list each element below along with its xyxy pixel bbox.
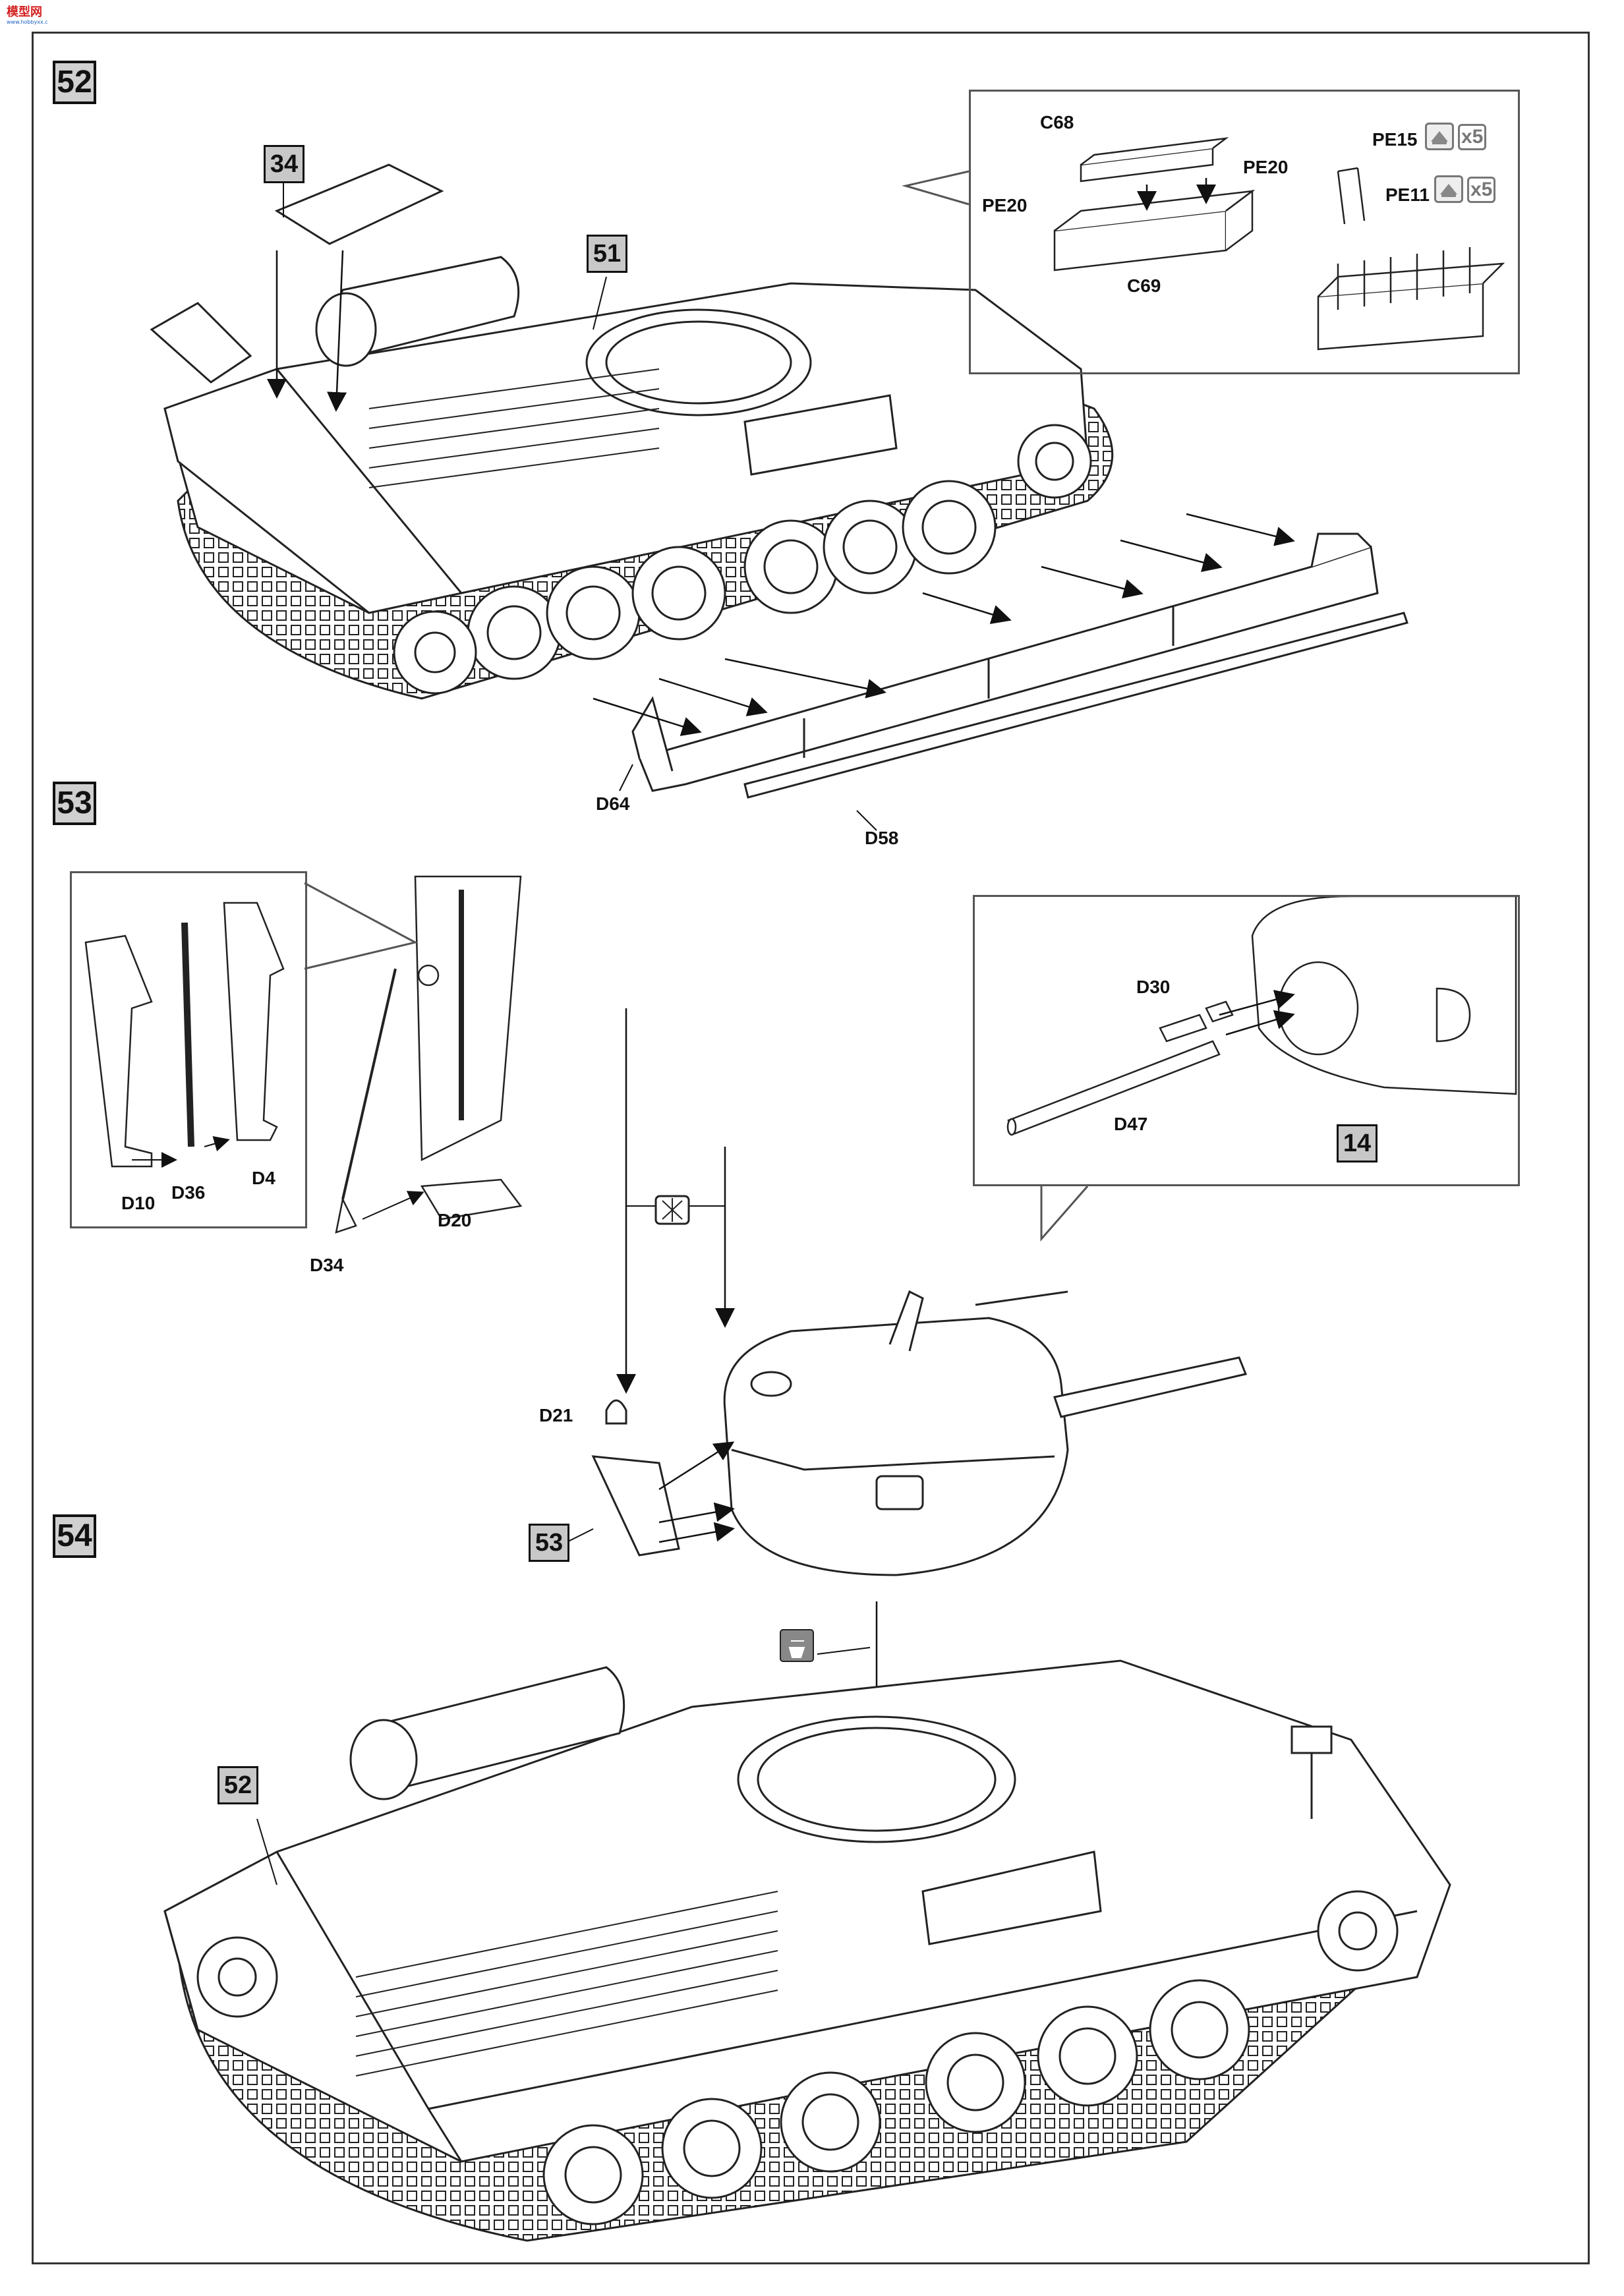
grille-parts-inset-drawing [84, 875, 523, 1234]
step-54-hull-drawing [163, 1659, 1451, 2242]
part-label-c69: C69 [1127, 275, 1161, 296]
part-label-d58: D58 [865, 828, 899, 848]
step-number-52: 52 [53, 61, 96, 104]
step-number-54: 54 [53, 1514, 96, 1558]
ref-step-34: 34 [264, 145, 304, 183]
step-number-53: 53 [53, 782, 96, 825]
part-label-d47: D47 [1114, 1114, 1148, 1134]
part-label-d64: D64 [596, 793, 630, 814]
ref-step-51: 51 [587, 235, 627, 273]
turret-drawing [591, 1290, 1248, 1576]
part-label-pe20-left: PE20 [982, 195, 1028, 215]
ref-step-53: 53 [529, 1524, 569, 1562]
ref-step-52: 52 [218, 1766, 258, 1804]
ref-step-14: 14 [1337, 1124, 1378, 1162]
battery-inset-drawing [1053, 137, 1505, 351]
grille-parts-inset-panel [70, 871, 307, 1228]
part-label-d30: D30 [1136, 977, 1171, 997]
svg-text:www.hobbyxx.com: www.hobbyxx.com [7, 19, 47, 25]
part-label-d21: D21 [539, 1405, 573, 1425]
gun-barrel-inset-drawing [1006, 895, 1517, 1136]
part-label-c68: C68 [1040, 112, 1074, 132]
side-skirt-d64 [631, 532, 1379, 792]
side-rail-d58 [743, 612, 1408, 799]
part-label-d4: D4 [252, 1168, 276, 1188]
pe-part-icon [1425, 123, 1454, 150]
part-label-d10: D10 [121, 1193, 156, 1213]
pe-part-icon [1434, 175, 1463, 203]
step-52-hull-drawing [150, 163, 1114, 700]
battery-inset-panel [969, 90, 1520, 374]
part-label-pe15: PE15 [1372, 129, 1418, 150]
svg-text:模型网: 模型网 [7, 5, 42, 19]
pe15-quantity: x5 [1458, 124, 1487, 150]
cement-icon [654, 1195, 690, 1225]
pe11-quantity: x5 [1467, 177, 1496, 203]
part-label-pe11: PE11 [1385, 185, 1430, 205]
glue-icon [780, 1629, 814, 1662]
page-border [32, 32, 1590, 2264]
site-logo: 模型网 www.hobbyxx.com [5, 3, 57, 26]
part-label-d36: D36 [171, 1182, 206, 1203]
gun-barrel-inset-panel [973, 895, 1520, 1186]
part-label-pe20-right: PE20 [1243, 157, 1289, 177]
part-label-d20: D20 [438, 1210, 472, 1230]
step-52-arrows [267, 250, 1295, 736]
part-label-d34: D34 [310, 1255, 344, 1275]
